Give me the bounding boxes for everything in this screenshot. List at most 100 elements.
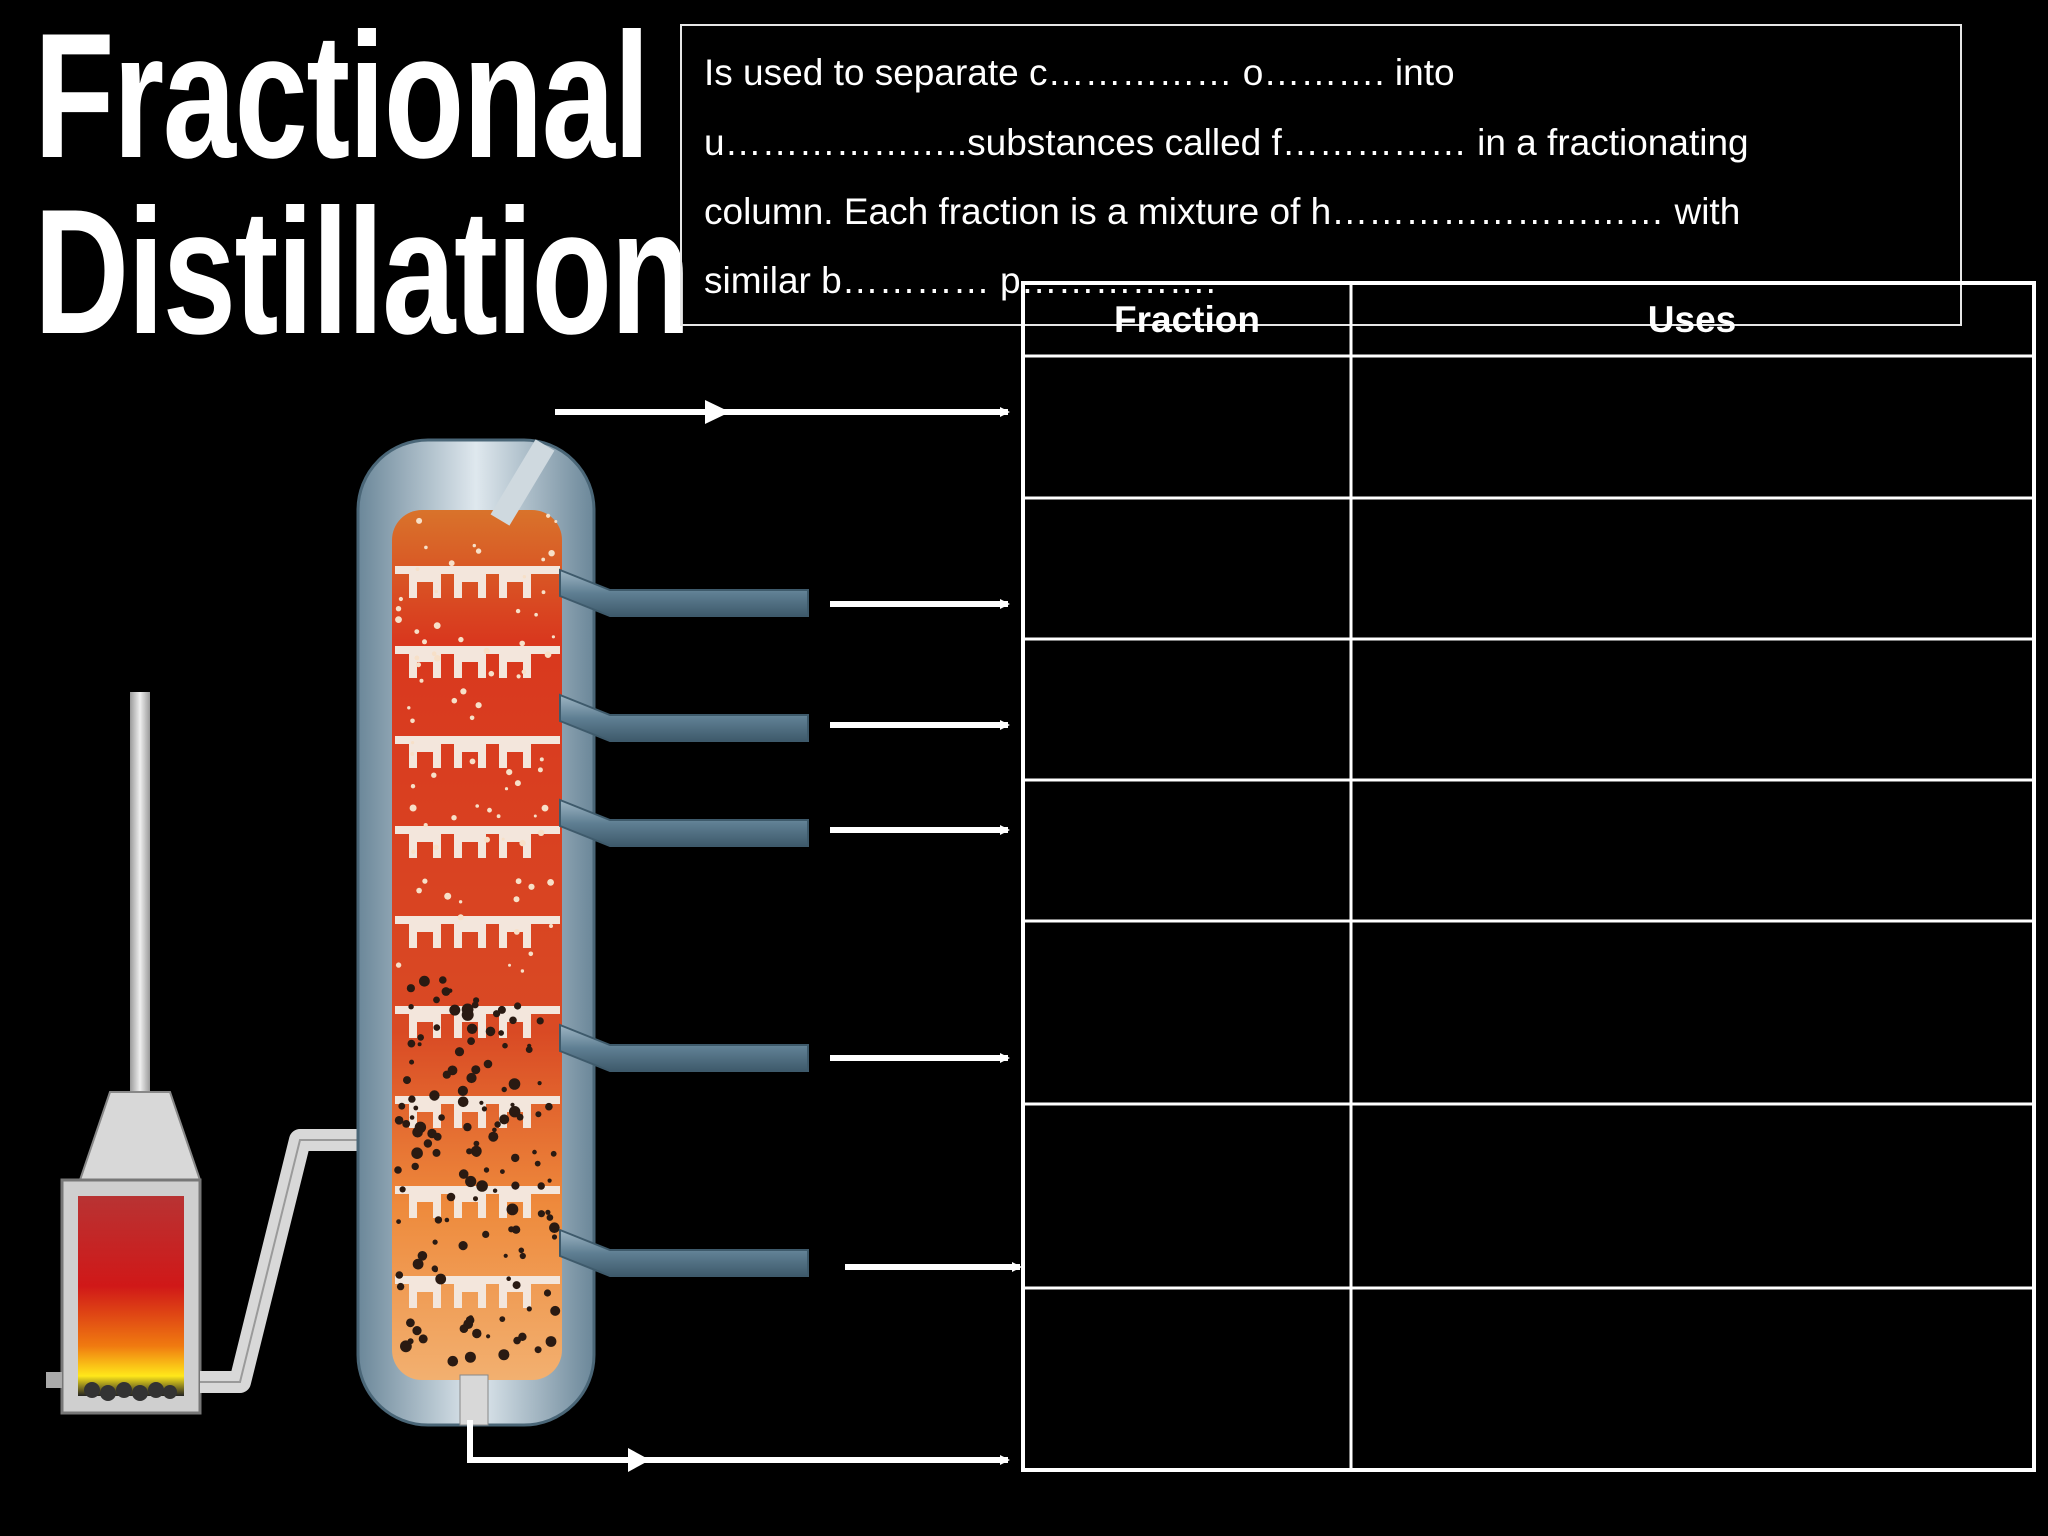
bubble — [508, 1226, 515, 1233]
bubble — [408, 1004, 414, 1010]
bubble — [422, 878, 428, 884]
bubble — [457, 914, 464, 921]
bubble — [454, 1047, 465, 1057]
bubble — [424, 545, 428, 550]
bubble — [484, 836, 490, 843]
bubble-cap — [454, 1284, 486, 1308]
bubble-cap — [499, 924, 531, 948]
bubble — [446, 1192, 456, 1202]
bubble — [458, 636, 464, 643]
bubble — [411, 1147, 423, 1159]
arrow-bottom — [467, 1420, 1010, 1465]
title-line-2: Distillation — [34, 172, 691, 371]
definition-line-3: column. Each fraction is a mixture of h…… — [704, 191, 1741, 232]
bubble — [409, 1115, 415, 1120]
bubble — [512, 1281, 521, 1290]
bubble-cap — [499, 574, 531, 598]
bubble — [519, 640, 525, 647]
bubble-cap — [454, 834, 486, 858]
bubble — [434, 655, 441, 662]
bubble — [448, 988, 453, 993]
header-fraction: Fraction — [1114, 299, 1260, 340]
bubble-cap — [409, 574, 441, 598]
bubble — [475, 548, 482, 554]
furnace-hood — [78, 1091, 202, 1181]
bubble — [472, 1328, 482, 1339]
bubble — [547, 879, 554, 886]
bubble — [498, 1349, 510, 1361]
furnace-chimney — [130, 692, 150, 1092]
bubble — [466, 1023, 478, 1034]
definition-line-4: similar b………… p……………. — [704, 260, 1216, 301]
bubble — [482, 1230, 490, 1238]
bubble — [433, 844, 439, 851]
table-row[interactable] — [1025, 923, 2032, 1102]
bubble — [410, 784, 416, 789]
table-row[interactable] — [1025, 358, 2032, 496]
bubble — [528, 951, 534, 957]
bubble — [537, 1182, 545, 1190]
bubble — [483, 1059, 493, 1069]
bubble — [413, 1105, 419, 1111]
table-row[interactable] — [1025, 500, 2032, 637]
bubble-cap — [499, 834, 531, 858]
bubble — [469, 715, 475, 721]
bubble — [548, 550, 555, 557]
bubble — [433, 1024, 441, 1031]
furnace-fire — [78, 1196, 184, 1396]
bubble — [513, 929, 520, 935]
bubble — [431, 772, 437, 778]
definition-line-1: Is used to separate c…………… o………. into — [704, 52, 1455, 93]
fractionating-column — [356, 438, 596, 1427]
bubble — [409, 804, 417, 812]
bubble — [411, 1162, 419, 1171]
bubble — [407, 1338, 414, 1345]
bubble — [479, 1100, 484, 1105]
bubble — [407, 1039, 416, 1048]
table-row[interactable] — [1025, 1290, 2032, 1468]
bubble — [551, 635, 556, 639]
bubble — [473, 1140, 480, 1147]
bubble — [504, 787, 509, 791]
table-row[interactable] — [1025, 1106, 2032, 1286]
bubble — [394, 1166, 402, 1174]
side-draw-pipe — [559, 1023, 809, 1072]
bubble — [406, 984, 415, 993]
bubble — [492, 1188, 498, 1193]
title-line-1: Fractional — [34, 0, 650, 195]
bubble — [398, 596, 403, 602]
side-draw-pipe — [559, 693, 809, 742]
bubble — [483, 1167, 490, 1173]
bubble — [485, 1026, 496, 1037]
bubble — [546, 1214, 554, 1221]
bubble — [406, 1318, 415, 1328]
bubble — [509, 1106, 521, 1118]
bubble — [441, 987, 451, 996]
bubble — [528, 883, 535, 890]
table-row[interactable] — [1025, 782, 2032, 919]
bubble — [511, 1225, 521, 1234]
bubble — [506, 1276, 512, 1281]
bubble — [451, 815, 457, 821]
column-interior — [392, 510, 562, 1380]
bubble — [419, 678, 424, 683]
table-row[interactable] — [1025, 641, 2032, 778]
bubble — [402, 1120, 411, 1128]
bubble-cap — [499, 1194, 531, 1218]
bubble — [417, 1042, 422, 1047]
bubble — [543, 1289, 552, 1297]
bubble — [411, 741, 415, 745]
furnace — [46, 692, 202, 1415]
bubble — [513, 896, 520, 903]
fraction-arrows — [467, 400, 1022, 1472]
bubble — [536, 1017, 544, 1025]
bubble — [511, 1153, 520, 1163]
bubble — [544, 651, 552, 658]
bubble — [399, 1186, 406, 1193]
bubble — [444, 1217, 450, 1223]
bubble — [464, 1351, 476, 1363]
bubble — [508, 963, 511, 967]
bubble — [554, 520, 558, 523]
header-uses: Uses — [1648, 299, 1736, 340]
bubble — [414, 1121, 427, 1134]
